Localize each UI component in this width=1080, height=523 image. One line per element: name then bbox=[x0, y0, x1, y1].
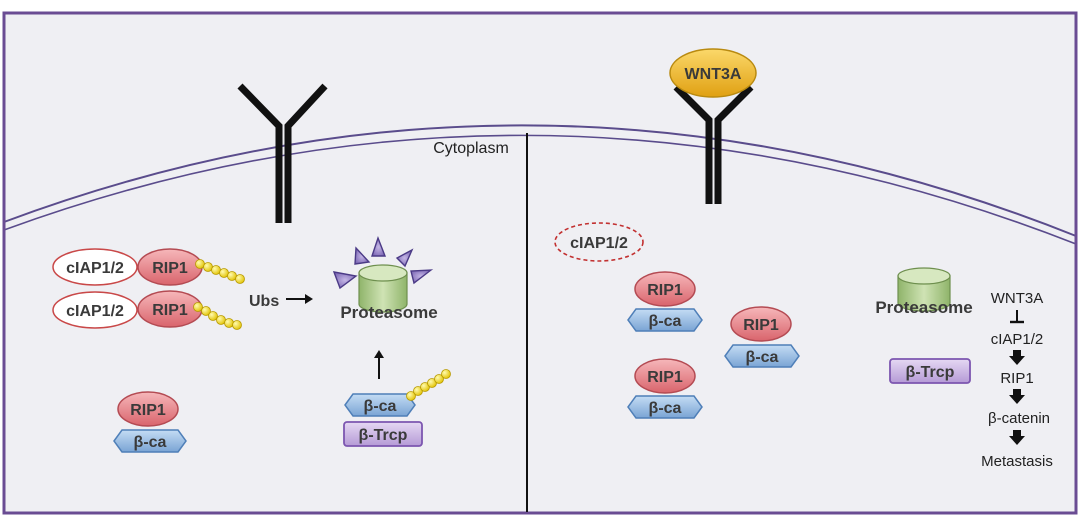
rip1-label: RIP1 bbox=[152, 260, 188, 277]
btrcp-label: β-Trcp bbox=[906, 364, 955, 381]
wnt3a-ligand-label: WNT3A bbox=[685, 66, 742, 83]
btrcp-free: β-Trcp bbox=[889, 358, 971, 384]
ciap-rip1-complex-1: cIAP1/2 RIP1 bbox=[52, 248, 245, 286]
rip1-label: RIP1 bbox=[743, 317, 779, 334]
rip1-bca-complex-r3: RIP1 β-ca bbox=[627, 358, 703, 419]
bca-label: β-ca bbox=[746, 349, 779, 366]
rip1-bca-complex-r1: RIP1 β-ca bbox=[627, 271, 703, 332]
proteasome-spikes bbox=[332, 235, 434, 290]
ubiquitin-chain bbox=[195, 259, 245, 284]
pathway-step-metastasis: Metastasis bbox=[981, 453, 1053, 470]
ubiquitin-chain bbox=[406, 369, 451, 401]
proteasome-inactive: Proteasome bbox=[875, 267, 973, 317]
btrcp-label: β-Trcp bbox=[359, 427, 408, 444]
cell-border bbox=[2, 11, 1078, 515]
ciap-rip1-complex-2: cIAP1/2 RIP1 bbox=[52, 290, 242, 330]
ubs-label: Ubs bbox=[249, 293, 279, 310]
pathway-step-ciap: cIAP1/2 bbox=[991, 331, 1044, 348]
rip1-label: RIP1 bbox=[130, 402, 166, 419]
bca-label: β-ca bbox=[649, 400, 682, 417]
degradation-arrow bbox=[374, 350, 384, 379]
pathway-summary: WNT3A cIAP1/2 RIP1 β-catenin Metastasis bbox=[981, 290, 1053, 470]
rip1-bca-complex-r2: RIP1 β-ca bbox=[724, 306, 800, 368]
ubiquitin-chain bbox=[193, 302, 242, 330]
down-arrow-icon bbox=[1009, 430, 1025, 445]
inhibition-link-icon bbox=[1010, 310, 1024, 324]
rip1-bca-complex-left: RIP1 β-ca bbox=[113, 391, 187, 453]
bca-label: β-ca bbox=[649, 313, 682, 330]
down-arrow-icon bbox=[1009, 389, 1025, 404]
rip1-label: RIP1 bbox=[152, 302, 188, 319]
pathway-step-wnt3a: WNT3A bbox=[991, 290, 1044, 307]
cell-membrane-inner bbox=[3, 134, 1077, 245]
ciap-label: cIAP1/2 bbox=[570, 235, 628, 252]
ciap-label: cIAP1/2 bbox=[66, 260, 124, 277]
ubs-arrow bbox=[286, 294, 313, 304]
proteasome-label: Proteasome bbox=[340, 303, 437, 322]
bca-btrcp-complex: β-ca β-Trcp bbox=[343, 369, 451, 447]
cytoplasm-label: Cytoplasm bbox=[433, 140, 509, 157]
rip1-label: RIP1 bbox=[647, 369, 683, 386]
ciap-dissociated: cIAP1/2 bbox=[554, 222, 644, 262]
bca-label: β-ca bbox=[364, 398, 397, 415]
rip1-label: RIP1 bbox=[647, 282, 683, 299]
pathway-step-bcatenin: β-catenin bbox=[988, 410, 1050, 427]
proteasome-active: Proteasome bbox=[332, 235, 438, 322]
wnt3a-ligand: WNT3A bbox=[669, 48, 757, 98]
ciap-label: cIAP1/2 bbox=[66, 303, 124, 320]
cell-membrane-outer bbox=[3, 124, 1077, 237]
receptor-left bbox=[237, 83, 328, 223]
proteasome-label: Proteasome bbox=[875, 298, 972, 317]
bca-label: β-ca bbox=[134, 434, 167, 451]
down-arrow-icon bbox=[1009, 350, 1025, 365]
receptor-right bbox=[673, 84, 754, 204]
pathway-step-rip1: RIP1 bbox=[1000, 370, 1033, 387]
